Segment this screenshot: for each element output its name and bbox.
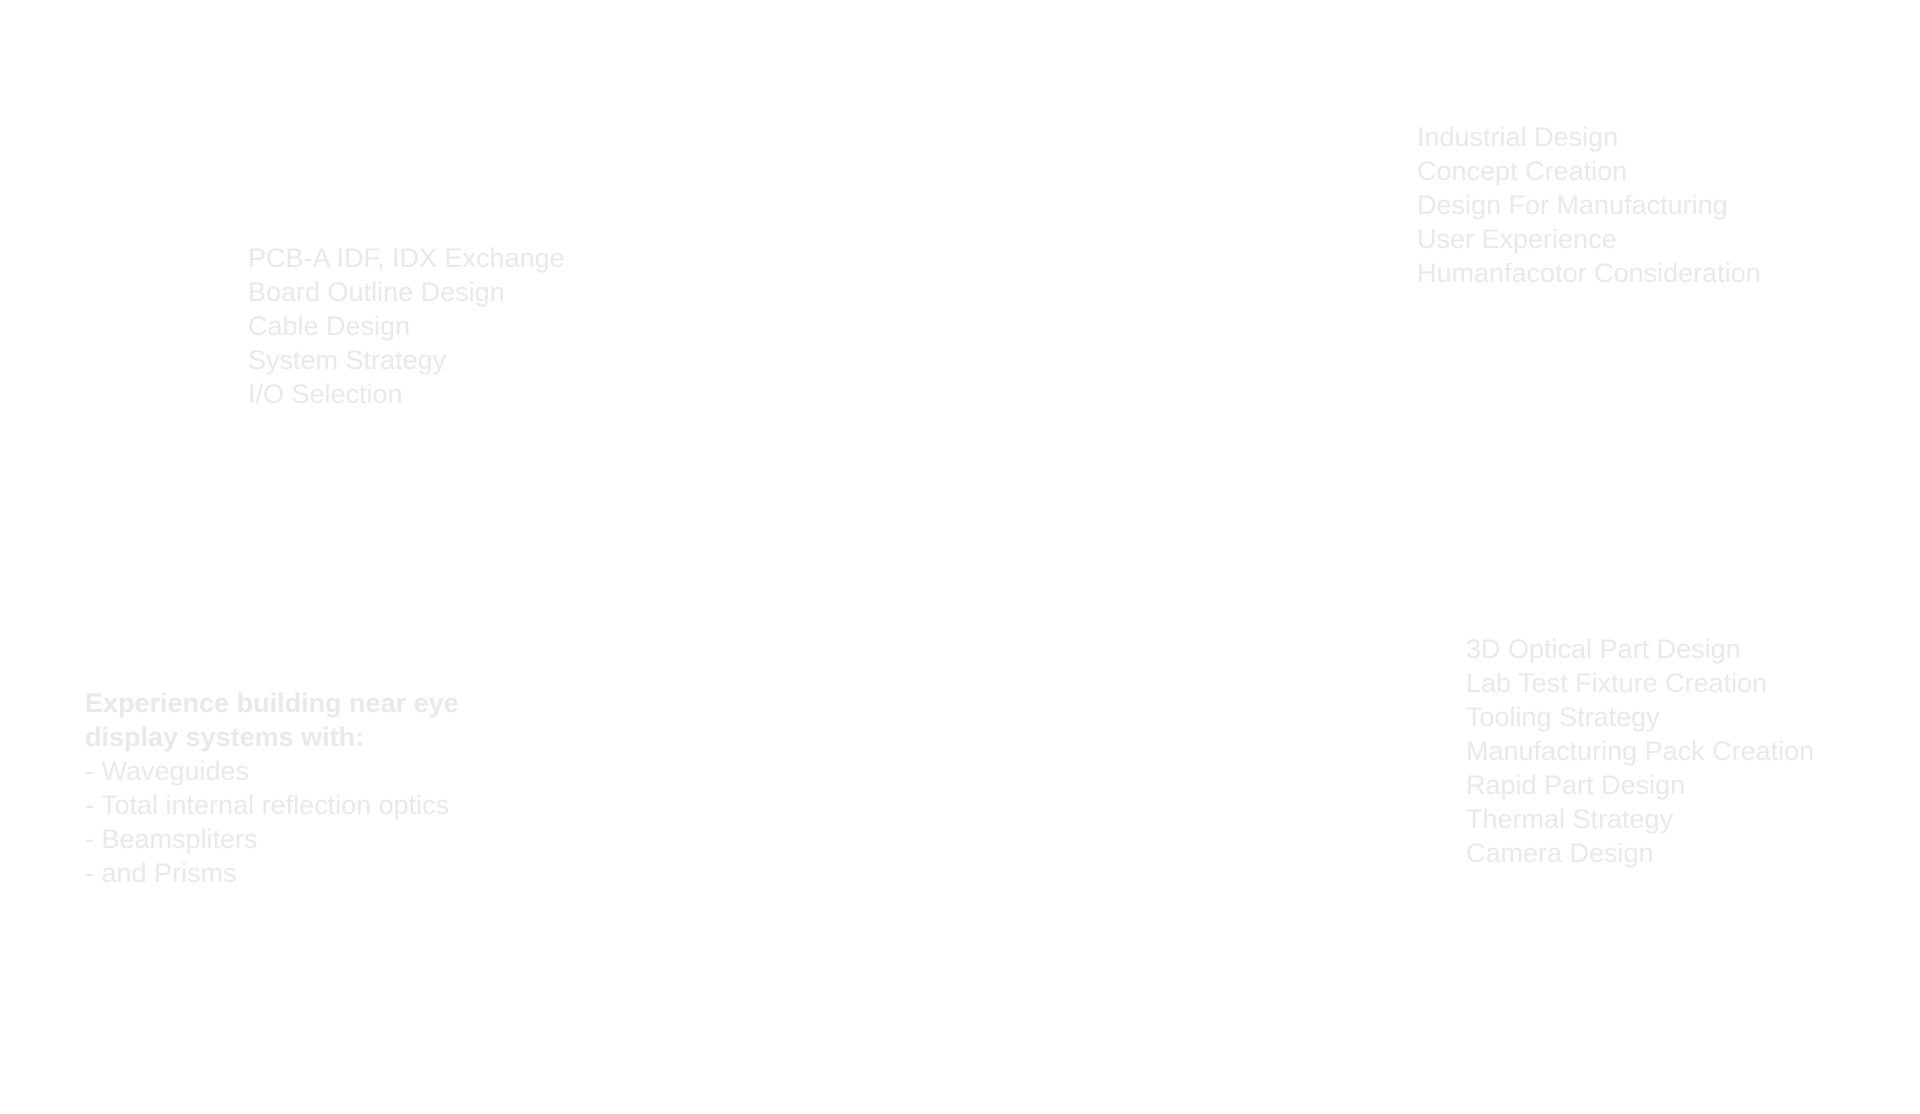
display-systems-list: Experience building near eye display sys… xyxy=(85,686,465,890)
list-item: - and Prisms xyxy=(85,858,237,888)
list-item: - Waveguides xyxy=(85,756,250,786)
list-item: Rapid Part Design xyxy=(1466,770,1686,800)
list-item: Design For Manufacturing xyxy=(1417,190,1728,220)
list-item: 3D Optical Part Design xyxy=(1466,634,1741,664)
list-item: Board Outline Design xyxy=(248,277,505,307)
industrial-design-skills-list: Industrial Design Concept Creation Desig… xyxy=(1417,120,1761,290)
display-systems-heading: Experience building near eye display sys… xyxy=(85,688,459,752)
list-item: Lab Test Fixture Creation xyxy=(1466,668,1768,698)
list-item: Camera Design xyxy=(1466,838,1654,868)
list-item: I/O Selection xyxy=(248,379,403,409)
list-item: System Strategy xyxy=(248,345,447,375)
list-item: - Total internal reflection optics xyxy=(85,790,450,820)
list-item: Thermal Strategy xyxy=(1466,804,1674,834)
electronics-skills-list: PCB-A IDF, IDX Exchange Board Outline De… xyxy=(248,241,565,411)
list-item: Manufacturing Pack Creation xyxy=(1466,736,1815,766)
list-item: Industrial Design xyxy=(1417,122,1619,152)
list-item: Tooling Strategy xyxy=(1466,702,1660,732)
list-item: Concept Creation xyxy=(1417,156,1628,186)
list-item: Cable Design xyxy=(248,311,411,341)
list-item: PCB-A IDF, IDX Exchange xyxy=(248,243,565,273)
optical-skills-list: 3D Optical Part Design Lab Test Fixture … xyxy=(1466,632,1814,870)
list-item: User Experience xyxy=(1417,224,1617,254)
list-item: Humanfacotor Consideration xyxy=(1417,258,1761,288)
list-item: - Beamspliters xyxy=(85,824,258,854)
